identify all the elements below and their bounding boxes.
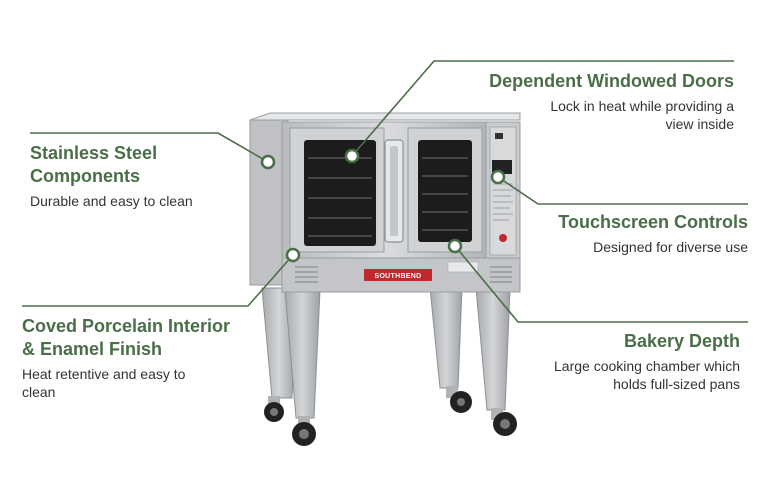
leader-stainless — [30, 132, 269, 163]
callout-title: Bakery Depth — [623, 331, 740, 351]
dot-doors — [344, 148, 360, 164]
leader-porcelain — [22, 254, 294, 307]
leader-bakery — [454, 245, 748, 323]
oven-legs — [261, 287, 511, 419]
dot-touch — [490, 169, 506, 185]
callout-stainless: Stainless Steel Components Durable and e… — [30, 142, 250, 210]
callout-title: Touchscreen Controls — [558, 212, 748, 232]
callout-doors: Dependent Windowed Doors Lock in heat wh… — [440, 70, 734, 133]
callout-title: Coved Porcelain Interior & Enamel Finish — [22, 316, 231, 359]
control-panel — [489, 126, 517, 256]
leader-touch — [497, 176, 748, 205]
callout-porcelain: Coved Porcelain Interior & Enamel Finish… — [22, 315, 262, 401]
callout-description: Durable and easy to clean — [30, 193, 193, 209]
brand-plate: SOUTHBEND — [364, 269, 432, 281]
left-door-window — [304, 140, 376, 246]
right-door-window — [418, 140, 472, 242]
dot-bakery — [447, 238, 463, 254]
callout-title: Dependent Windowed Doors — [489, 71, 734, 91]
callout-description: Heat retentive and easy to clean — [22, 366, 186, 400]
callout-description: Large cooking chamber which holds full-s… — [554, 358, 740, 392]
callout-title: Stainless Steel Components — [30, 143, 158, 186]
leader-lines — [22, 60, 748, 323]
caster-wheels — [264, 386, 517, 446]
callout-dots — [260, 148, 506, 263]
callout-bakery: Bakery Depth Large cooking chamber which… — [520, 330, 740, 393]
oven-doors — [289, 127, 483, 253]
dot-porcelain — [285, 247, 301, 263]
leader-doors — [351, 60, 734, 157]
callout-touch: Touchscreen Controls Designed for divers… — [520, 211, 748, 256]
callout-description: Lock in heat while providing a view insi… — [550, 98, 734, 132]
dot-stainless — [260, 154, 276, 170]
callout-description: Designed for diverse use — [593, 239, 748, 255]
brand-label: SOUTHBEND — [374, 273, 421, 280]
